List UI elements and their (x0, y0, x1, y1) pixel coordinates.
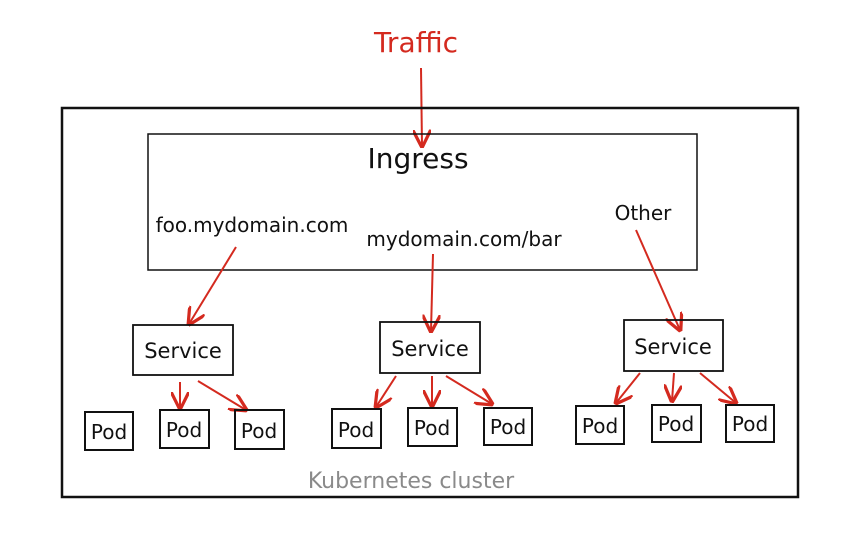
pod-box-2-1 (331, 408, 382, 449)
service-box-3 (623, 319, 724, 372)
pod-box-2-2 (407, 407, 458, 447)
pod-box-1-3 (234, 409, 285, 450)
pod-label-2-2: Pod (414, 416, 450, 440)
pod-arrow-3-2 (672, 372, 674, 401)
pod-label-1-3: Pod (241, 419, 277, 443)
pod-arrow-1-2 (197, 380, 246, 410)
pod-arrow-2-3 (445, 375, 492, 404)
pod-box-3-3 (725, 404, 775, 443)
service-box-1 (132, 324, 234, 376)
pod-label-3-2: Pod (658, 412, 694, 436)
pod-label-1-2: Pod (166, 418, 202, 442)
pod-arrow-3-3 (699, 372, 736, 403)
service-label-2: Service (391, 337, 469, 361)
pod-label-3-1: Pod (582, 414, 618, 438)
pod-label-1-1: Pod (91, 420, 127, 444)
pod-label-3-3: Pod (732, 412, 768, 436)
pod-label-2-1: Pod (338, 418, 374, 442)
pod-box-1-1 (84, 411, 134, 451)
pod-arrow-3-1 (616, 372, 641, 403)
pod-box-3-1 (575, 405, 625, 445)
pod-label-2-3: Pod (490, 415, 526, 439)
route-foo-mydomain: foo.mydomain.com (156, 213, 349, 237)
pod-box-1-2 (159, 409, 210, 449)
service-label-3: Service (634, 335, 712, 359)
service-box-2 (379, 321, 481, 374)
ingress-box (147, 133, 698, 271)
route-arrow-3 (635, 229, 680, 330)
traffic-label: Traffic (373, 26, 458, 59)
route-mydomain-bar: mydomain.com/bar (366, 227, 562, 251)
service-label-1: Service (144, 339, 222, 363)
route-arrow-1 (189, 246, 237, 324)
route-arrow-2 (431, 253, 433, 331)
pod-box-2-3 (483, 407, 533, 446)
ingress-title: Ingress (367, 142, 468, 175)
cluster-label: Kubernetes cluster (308, 469, 515, 494)
route-other: Other (615, 201, 673, 225)
pod-box-3-2 (651, 404, 702, 443)
kubernetes-cluster-box (60, 106, 800, 499)
pod-arrow-2-1 (376, 375, 397, 407)
